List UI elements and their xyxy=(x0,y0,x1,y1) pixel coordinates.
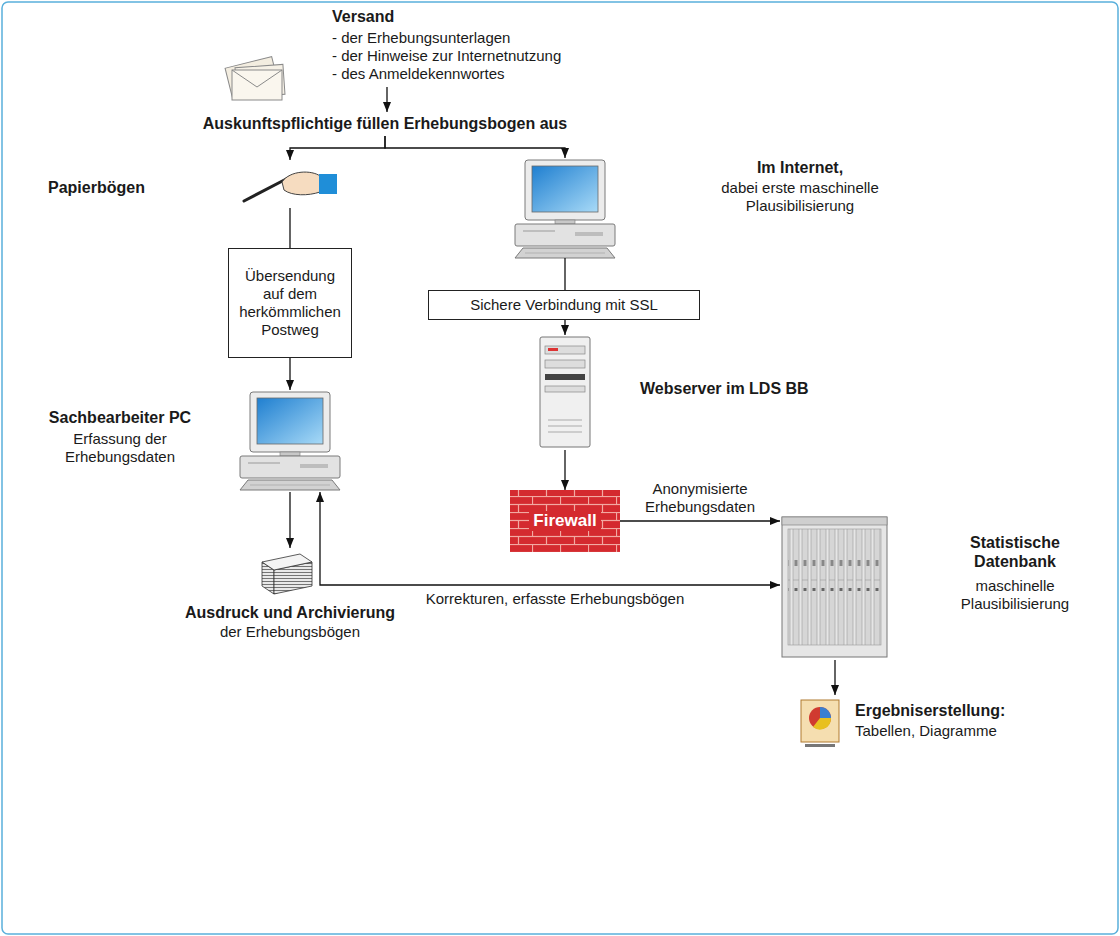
rack-case xyxy=(782,517,887,657)
envelope xyxy=(232,70,282,100)
pie-slice xyxy=(813,718,831,730)
drive-bay xyxy=(545,386,585,392)
node-text: Erfassung der Erhebungsdaten xyxy=(30,430,210,466)
webserver-node: Webserver im LDS BB xyxy=(535,335,811,450)
node-heading: Im Internet, xyxy=(705,158,895,177)
drive-slot xyxy=(545,374,585,380)
rack-top xyxy=(782,517,887,525)
paper-stack-icon xyxy=(262,554,312,594)
flow-arrow xyxy=(386,87,387,112)
firewall-node: Firewall xyxy=(510,490,620,552)
flow-arrow xyxy=(385,136,565,158)
node-heading: Übersendung auf dem herkömmlichen Postwe… xyxy=(235,267,345,339)
flow-arrow xyxy=(289,492,290,548)
cuff xyxy=(319,174,337,194)
firewall-wall xyxy=(510,490,620,552)
result-node: Ergebniserstellung: Tabellen, Diagramme xyxy=(795,695,1055,750)
edge-label: Anonymisierte Erhebungsdaten xyxy=(631,480,770,516)
node-heading: Auskunftspflichtige füllen Erhebungsboge… xyxy=(165,114,605,133)
archive-node: Ausdruck und Archivierungder Erhebungsbö… xyxy=(155,548,427,648)
computer-icon xyxy=(515,160,615,258)
computer-icon xyxy=(240,392,340,490)
mailing-node: Versand - der Erhebungsunterlagen- der Hi… xyxy=(215,5,595,87)
flow-arrow xyxy=(564,320,565,335)
firewall-icon xyxy=(510,490,620,552)
stack-top xyxy=(262,554,312,570)
node-heading: Sichere Verbindung mit SSL xyxy=(435,296,693,314)
writing-hand-icon xyxy=(244,172,337,201)
node-text: Tabellen, Diagramme xyxy=(855,722,997,740)
database-node: Statistische Datenbank maschinelle Plausi… xyxy=(780,515,1100,660)
hand xyxy=(282,172,320,195)
flow-arrow xyxy=(564,450,565,490)
rack-cards xyxy=(788,529,881,645)
envelope-flap xyxy=(232,70,282,87)
clerk-pc-node: Sachbearbeiter PC Erfassung der Erhebungs… xyxy=(30,390,340,492)
rack-icon xyxy=(782,517,887,657)
envelope-icon xyxy=(225,57,285,100)
step-heading: Auskunftspflichtige füllen Erhebungsboge… xyxy=(165,112,607,136)
flow-arrow xyxy=(290,136,385,160)
flow-arrow xyxy=(620,520,780,521)
node-heading: Ausdruck und Archivierung xyxy=(155,603,425,622)
vent xyxy=(548,432,582,433)
node-text: dabei erste maschinelle Plausibilisierun… xyxy=(705,179,895,215)
process-box: Sichere Verbindung mit SSL xyxy=(428,290,700,320)
node-text: - der Erhebungsunterlagen xyxy=(332,29,510,47)
brick-pattern xyxy=(510,490,620,552)
vent xyxy=(548,420,582,421)
server-case xyxy=(540,337,590,447)
node-heading: Ergebniserstellung: xyxy=(855,701,1005,720)
status-light xyxy=(548,348,558,351)
node-heading: Webserver im LDS BB xyxy=(640,379,809,398)
node-text: - der Hinweise zur Internetnutzung xyxy=(332,47,561,65)
node-text: - des Anmeldekennwortes xyxy=(332,65,505,83)
drive-bay xyxy=(545,360,585,368)
node-heading: Versand xyxy=(332,7,394,26)
node-heading: Sachbearbeiter PC xyxy=(30,408,210,427)
server-icon xyxy=(540,337,590,447)
pie-slice xyxy=(820,707,831,718)
node-heading: Firewall xyxy=(529,511,600,531)
result-icon xyxy=(801,700,839,747)
pie-chart xyxy=(809,707,831,729)
node-text: der Erhebungsbögen xyxy=(155,623,425,641)
internet-node: Im Internet, dabei erste maschinelle Plau… xyxy=(510,158,897,258)
paper-node: Papierbögen xyxy=(40,160,340,208)
drive-bay xyxy=(545,346,585,354)
flow-arrow xyxy=(289,208,290,248)
node-heading: Statistische Datenbank xyxy=(940,533,1090,571)
flow-arrow xyxy=(289,358,290,390)
vent xyxy=(548,426,582,427)
result-sheet xyxy=(801,700,839,742)
edge-label: Korrekturen, erfasste Erhebungsbögen xyxy=(424,590,687,608)
process-box: Übersendung auf dem herkömmlichen Postwe… xyxy=(228,248,352,358)
node-heading: Papierbögen xyxy=(48,178,145,197)
flow-arrow xyxy=(834,660,835,695)
node-text: maschinelle Plausibilisierung xyxy=(940,577,1090,613)
result-base xyxy=(805,744,835,747)
flow-arrow xyxy=(564,258,565,290)
